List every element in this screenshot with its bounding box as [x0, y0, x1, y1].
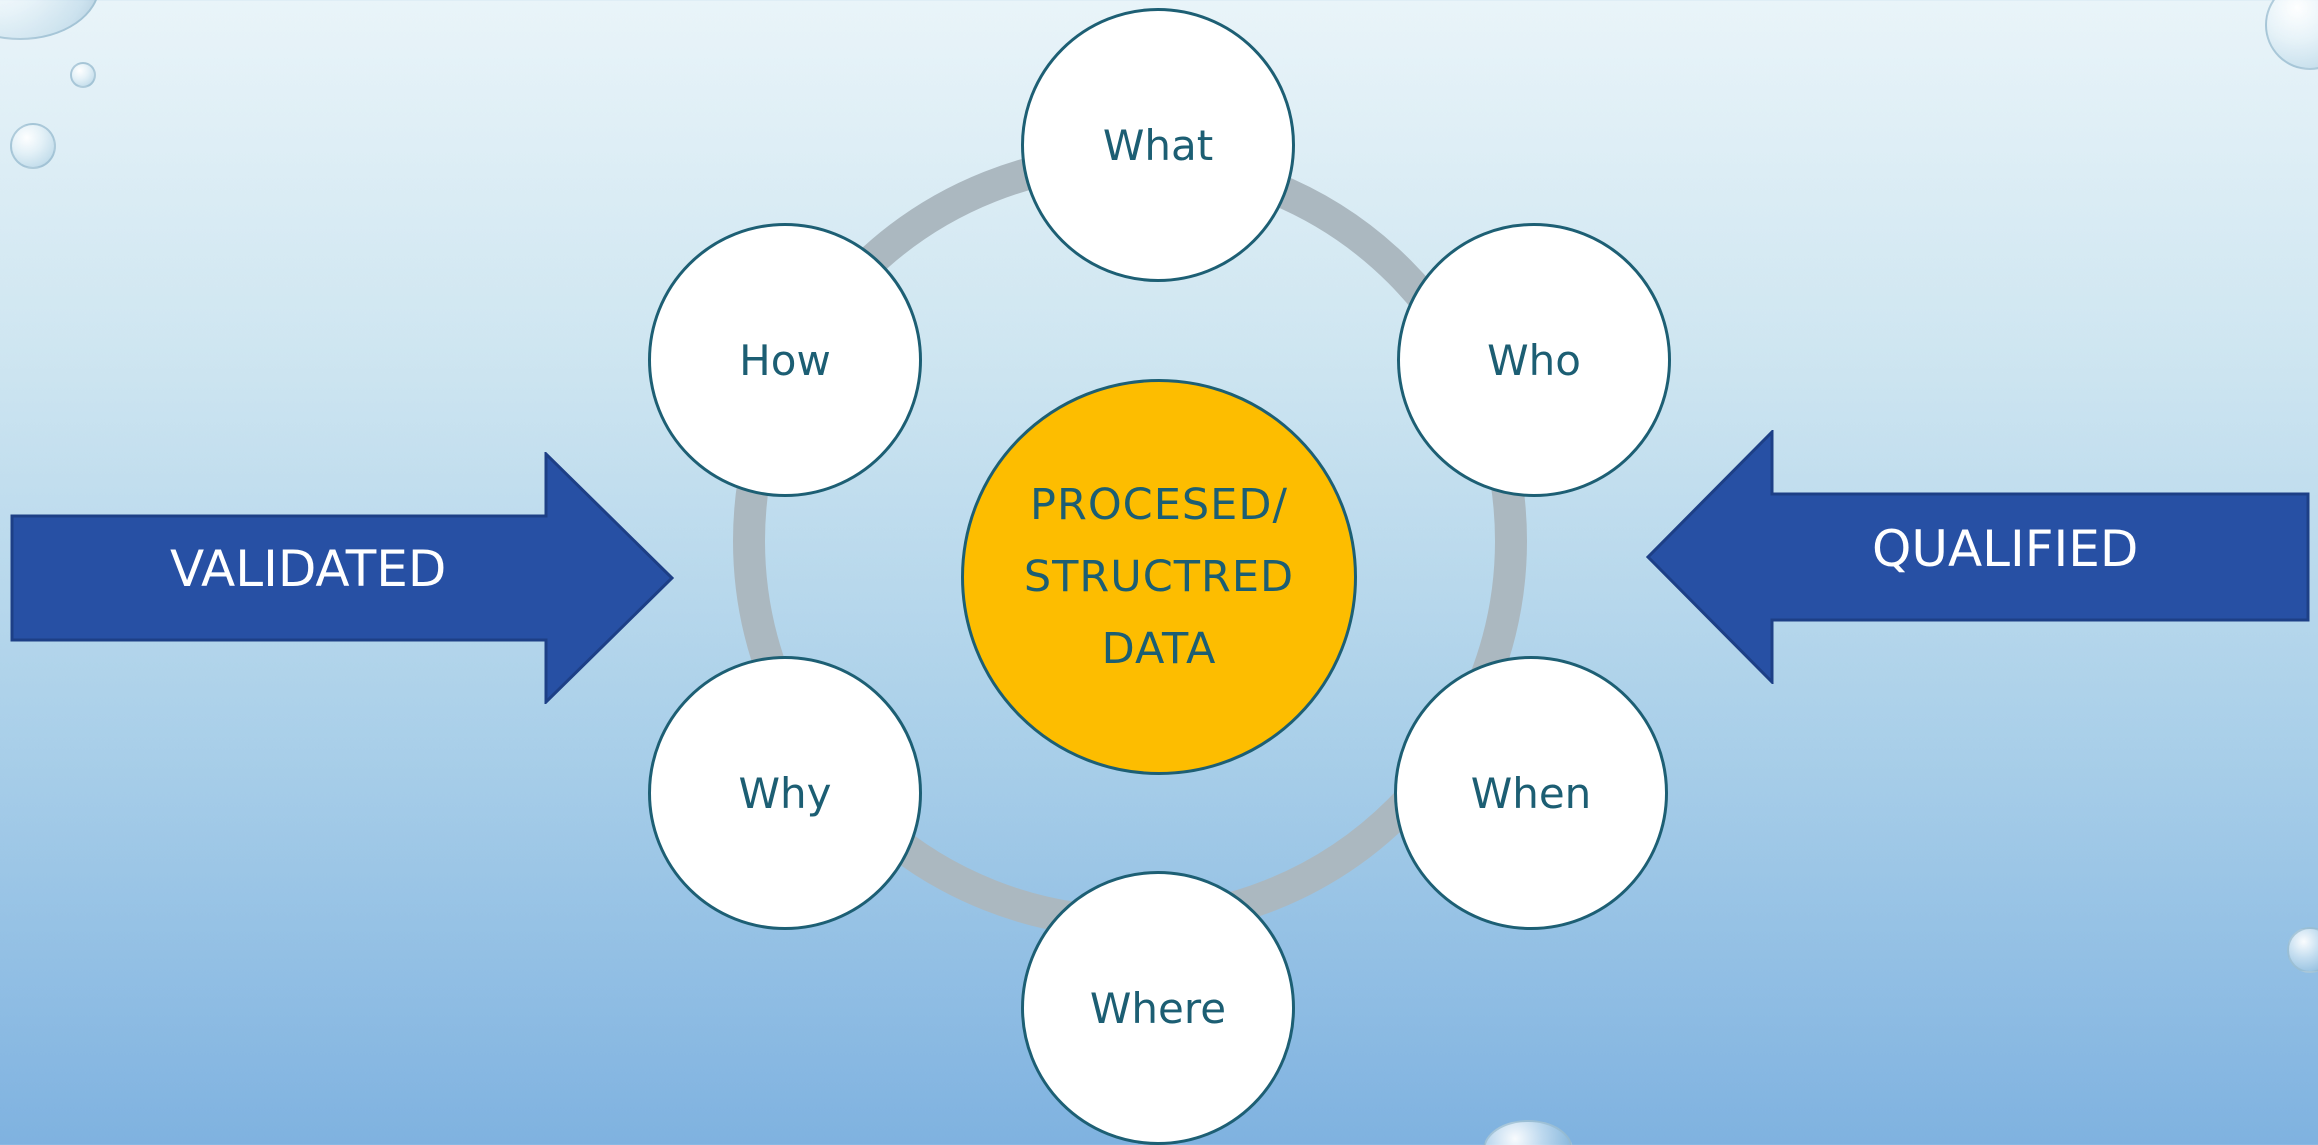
water-droplet-medium — [10, 123, 56, 169]
left-arrow-icon — [1646, 430, 2310, 684]
node-where-label: Where — [1089, 983, 1227, 1033]
center-hub: PROCESED/ STRUCTRED DATA — [961, 379, 1357, 775]
node-who: Who — [1397, 223, 1671, 497]
node-what: What — [1021, 8, 1295, 282]
node-how-label: How — [739, 335, 831, 385]
node-why: Why — [648, 656, 922, 930]
node-why-label: Why — [738, 768, 832, 818]
qualified-arrow — [1646, 430, 2310, 684]
validated-label: VALIDATED — [170, 540, 447, 598]
node-how: How — [648, 223, 922, 497]
water-droplet-right — [2287, 927, 2318, 973]
node-when-label: When — [1470, 768, 1592, 818]
water-droplet-bottom — [1483, 1120, 1573, 1145]
validated-arrow — [10, 452, 674, 704]
node-where: Where — [1021, 871, 1295, 1145]
water-droplet-small — [70, 62, 96, 88]
right-arrow-icon — [10, 452, 674, 704]
center-line-3: DATA — [1101, 624, 1217, 674]
water-droplet-top-left-large — [0, 0, 100, 40]
node-what-label: What — [1102, 120, 1214, 170]
node-who-label: Who — [1487, 335, 1581, 385]
node-when: When — [1394, 656, 1668, 930]
center-line-1: PROCESED/ — [1030, 480, 1288, 530]
center-line-2: STRUCTRED — [1023, 552, 1295, 602]
qualified-label: QUALIFIED — [1872, 520, 2139, 578]
water-droplet-top-right — [2265, 0, 2318, 70]
